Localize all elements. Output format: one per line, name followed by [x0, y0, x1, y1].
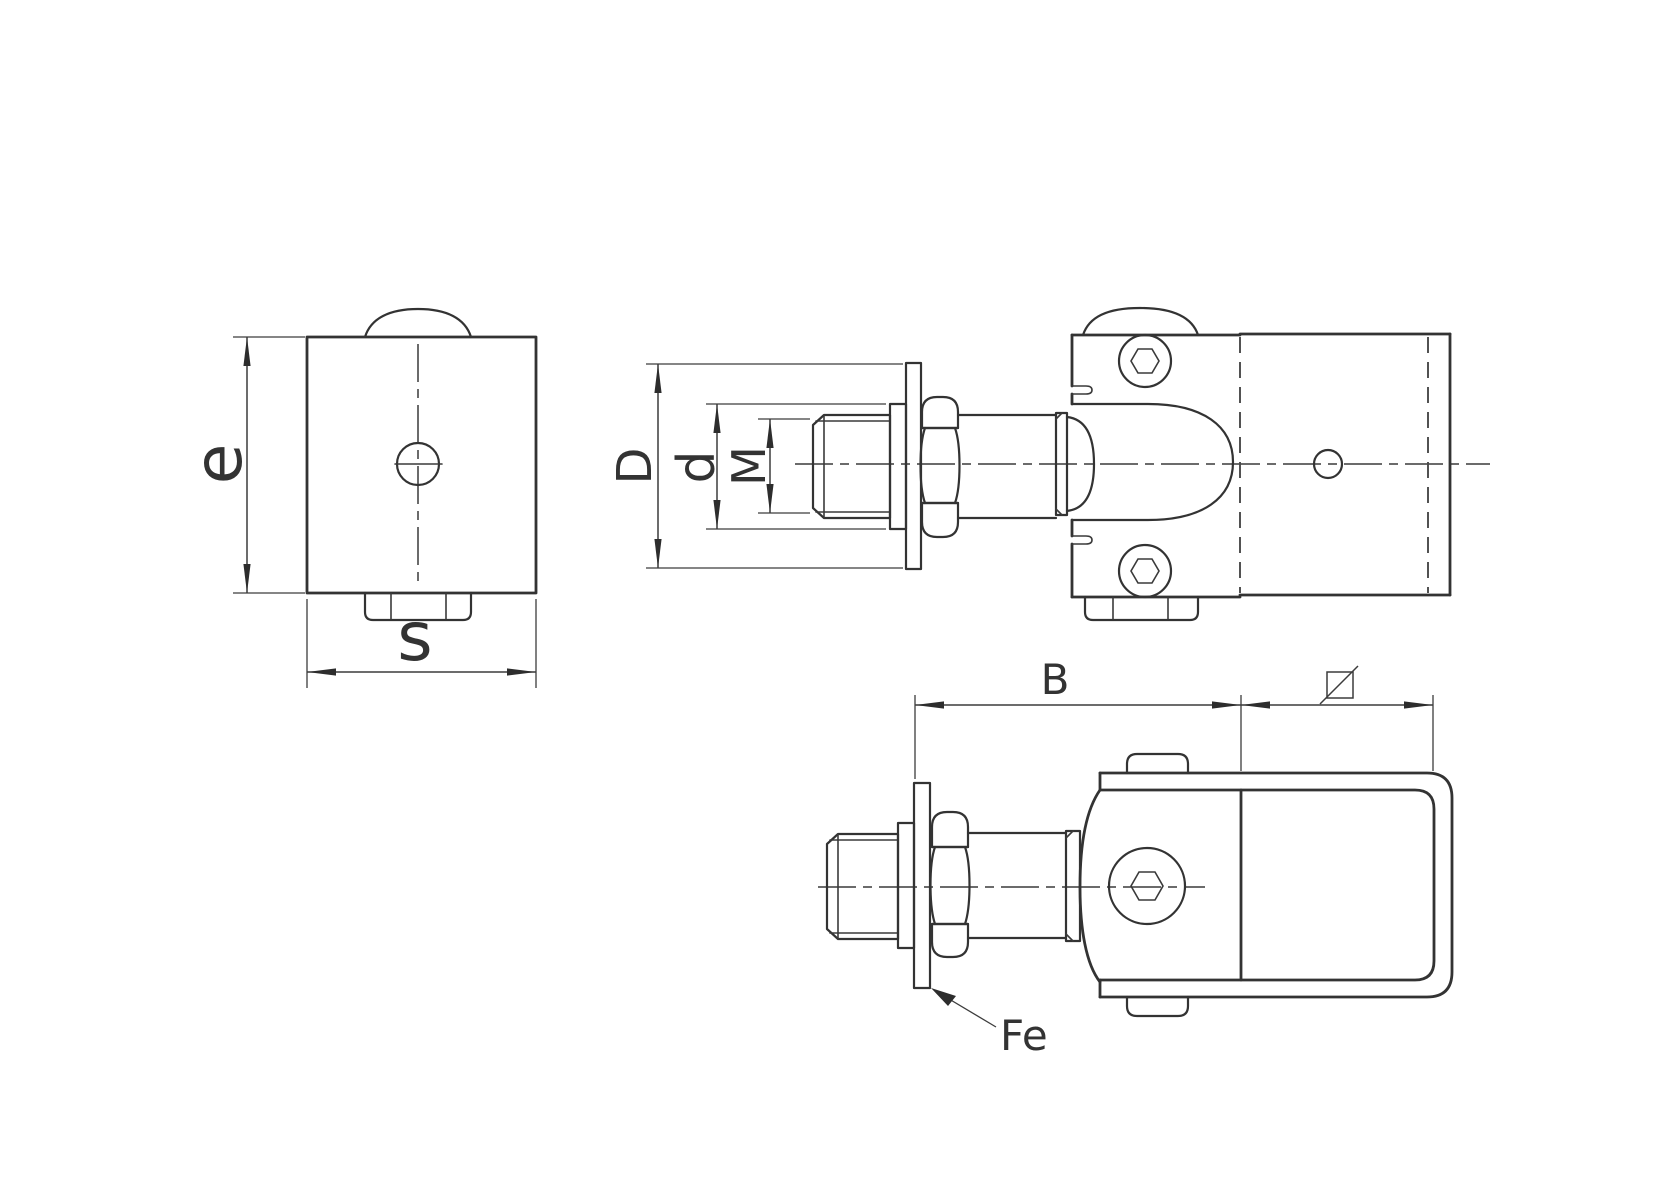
mounting-plate-bottom: [912, 781, 932, 990]
ball-end: [1065, 415, 1096, 513]
socket-screw-arm: [1107, 846, 1187, 926]
yoke-slot: [1070, 402, 1235, 522]
clamp-slit-top: [1071, 385, 1093, 395]
tube-strap: [1098, 752, 1454, 1018]
bottom-nut-front: [363, 591, 473, 622]
clamp-nut: [1083, 595, 1200, 622]
socket-screw-bottom: [1117, 543, 1173, 599]
threaded-rod: [811, 413, 892, 520]
dim-label-M: M: [722, 446, 776, 486]
bottom-view: B Fe: [818, 655, 1454, 1060]
fe-leader: Fe: [931, 988, 1048, 1060]
dimension-d: d: [667, 403, 886, 530]
dim-label-s: s: [397, 598, 432, 677]
material-label-Fe: Fe: [1000, 1011, 1048, 1060]
side-view: D d M: [607, 306, 1490, 622]
dimension-B: B: [914, 655, 1242, 779]
boss-dome: [363, 307, 473, 339]
dim-label-D: D: [607, 448, 663, 485]
collar-bottom: [1064, 829, 1082, 943]
washer-bottom: [896, 821, 916, 950]
front-view: e s: [180, 307, 538, 688]
square-tube: [1238, 332, 1452, 597]
dimension-tube-size: [1241, 665, 1434, 771]
hex-nut-bottom: [929, 810, 971, 959]
screw-boss-bottom: [1125, 995, 1190, 1018]
screw-boss-top: [1125, 752, 1190, 775]
dim-label-e: e: [180, 444, 257, 485]
clamp-slit-bottom: [1071, 535, 1093, 545]
dim-label-B: B: [1041, 655, 1070, 704]
dimension-D: D: [607, 363, 903, 569]
clamp-body-side: [1070, 306, 1242, 622]
hex-nut-side: [919, 395, 961, 539]
dimension-e: e: [180, 336, 305, 594]
square-diagonal-icon: [1319, 665, 1359, 705]
boss-dome-side: [1081, 306, 1200, 337]
tube-hole: [1312, 448, 1344, 480]
washer: [888, 402, 908, 531]
collar: [1054, 411, 1069, 517]
clamp-body-front: [305, 335, 538, 595]
dim-label-d: d: [667, 450, 727, 483]
bolt-shaft: [956, 413, 1058, 520]
hinge-arm: [1078, 788, 1243, 984]
dimension-s: s: [306, 598, 537, 688]
mounting-plate: [904, 361, 923, 571]
dimension-M: M: [722, 418, 810, 514]
socket-screw-top: [1117, 333, 1173, 389]
